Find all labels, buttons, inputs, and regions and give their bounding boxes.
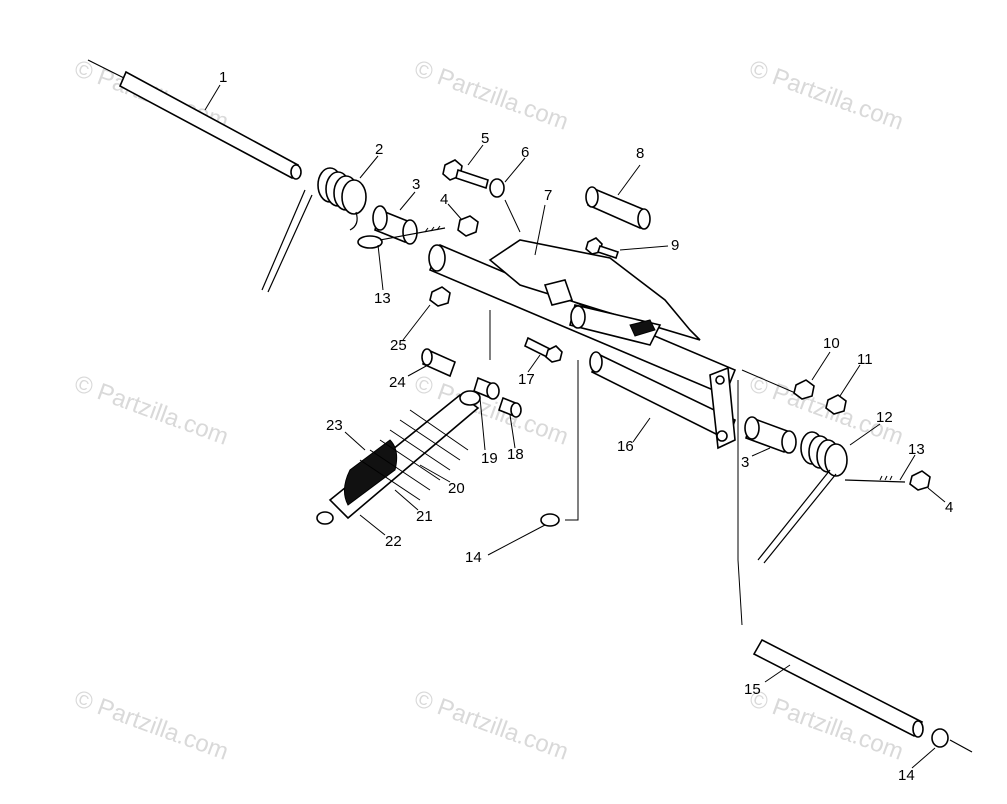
bushing-8 — [585, 186, 651, 230]
eye-bolt-13-left — [357, 225, 446, 249]
callout-16: 16 — [617, 438, 634, 455]
callout-13-left: 13 — [374, 290, 391, 307]
callout-20: 20 — [448, 480, 465, 497]
bushing-24 — [421, 348, 457, 378]
washer-14-middle — [540, 513, 560, 527]
callout-1: 1 — [219, 69, 228, 86]
callout-4-right: 4 — [945, 499, 954, 516]
shock-absorber — [316, 390, 481, 525]
bolt-5 — [442, 159, 489, 190]
callout-9: 9 — [671, 237, 680, 254]
swing-arm-assembly — [428, 239, 737, 450]
callout-11: 11 — [857, 351, 873, 368]
bolt-17 — [523, 336, 563, 363]
bushing-3-right — [744, 416, 797, 454]
callout-24: 24 — [389, 374, 406, 391]
callout-14-middle: 14 — [465, 549, 482, 566]
eye-bolt-13-right — [844, 475, 906, 483]
callout-10: 10 — [823, 335, 840, 352]
callout-17: 17 — [518, 371, 535, 388]
callout-2: 2 — [375, 141, 384, 158]
nut-4-left — [457, 215, 479, 237]
spacer-19 — [473, 376, 500, 400]
callout-21: 21 — [416, 508, 433, 525]
callout-22: 22 — [385, 533, 402, 550]
nut-25 — [429, 286, 451, 307]
callout-8: 8 — [636, 145, 645, 162]
nut-4-right — [909, 470, 931, 491]
callout-25: 25 — [390, 337, 407, 354]
callout-13-right: 13 — [908, 441, 925, 458]
callout-3: 3 — [412, 176, 421, 193]
washer-6 — [489, 178, 505, 198]
alignment-lines — [489, 199, 801, 626]
nut-11 — [825, 394, 847, 415]
callout-3-right: 3 — [741, 454, 750, 471]
callout-12: 12 — [876, 409, 893, 426]
callout-18: 18 — [507, 446, 524, 463]
spacer-18 — [498, 396, 522, 418]
bolt-9 — [585, 237, 620, 260]
callout-23: 23 — [326, 417, 343, 434]
callout-19: 19 — [481, 450, 498, 467]
shaft-15 — [752, 638, 973, 753]
callout-5: 5 — [481, 130, 490, 147]
callout-7: 7 — [544, 187, 553, 204]
callout-14-lower: 14 — [898, 767, 915, 784]
washer-14-lower — [931, 728, 949, 748]
callout-4: 4 — [440, 191, 449, 208]
callout-6: 6 — [521, 144, 530, 161]
shaft-1 — [87, 59, 302, 180]
torsion-spring-12 — [757, 431, 848, 564]
torsion-spring-2 — [261, 167, 367, 293]
callout-15: 15 — [744, 681, 761, 698]
bushing-3-left — [372, 205, 418, 245]
leader-lines — [204, 84, 946, 769]
nut-10 — [793, 379, 815, 400]
